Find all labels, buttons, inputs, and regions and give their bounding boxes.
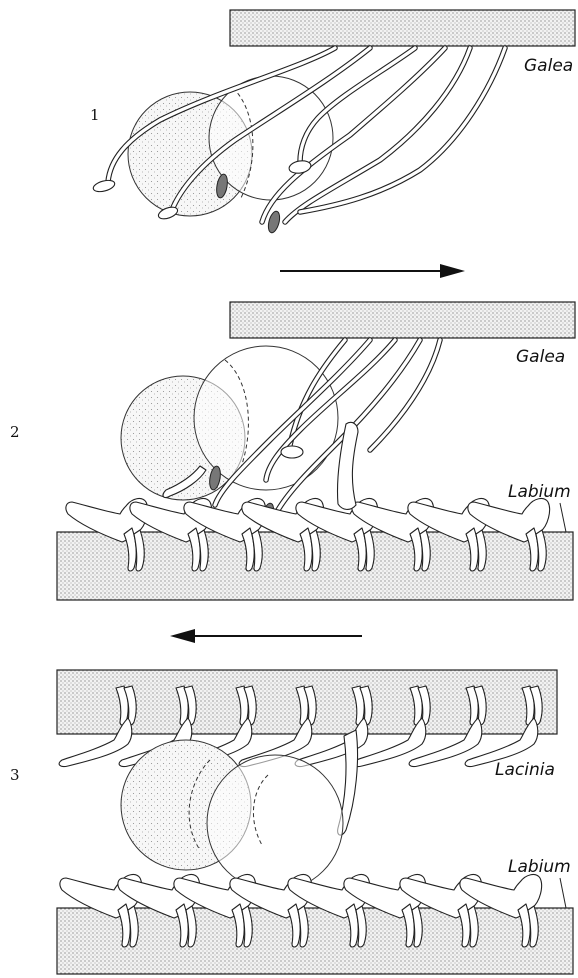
panel-1: 1 Galea <box>90 10 575 234</box>
labium-setae-3 <box>60 875 542 947</box>
galea-label-2: Galea <box>516 347 565 367</box>
arrow-right <box>280 264 465 278</box>
panel-3-number: 3 <box>10 766 20 784</box>
pollen-grain-right-3 <box>207 755 343 891</box>
panel-2: 2 Galea Labium <box>10 302 575 600</box>
lacinia-label-3: Lacinia <box>495 760 555 780</box>
galea-plate-1 <box>230 10 575 46</box>
panel-2-number: 2 <box>10 423 20 441</box>
panel-1-number: 1 <box>90 106 100 124</box>
galea-plate-2 <box>230 302 575 338</box>
labium-label-3: Labium <box>508 857 571 877</box>
panel-3: 3 Lacinia Labium <box>10 670 573 974</box>
arrow-left <box>170 629 362 643</box>
galea-label-1: Galea <box>524 56 573 76</box>
